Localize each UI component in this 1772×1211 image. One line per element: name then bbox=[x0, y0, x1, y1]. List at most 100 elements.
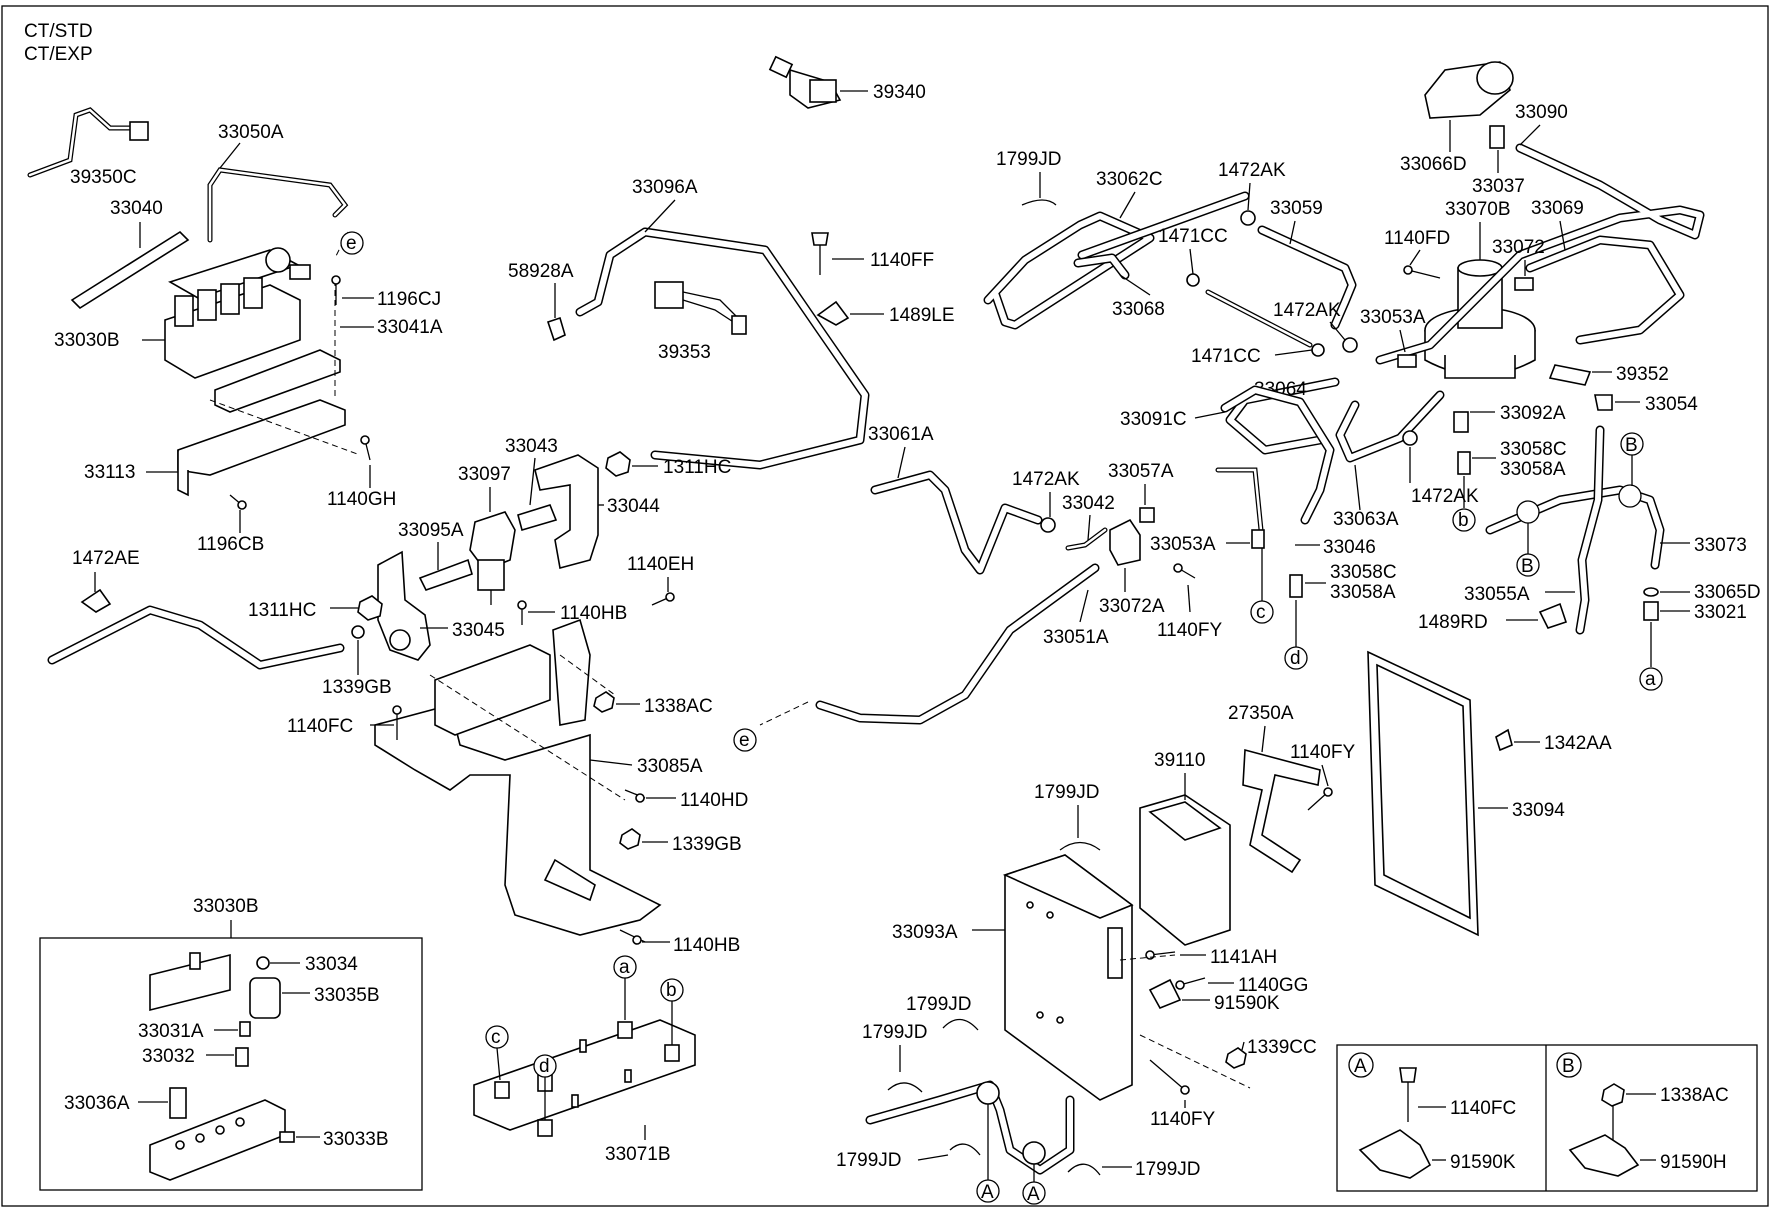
ref-A-label-1: A bbox=[981, 1182, 994, 1203]
label-1311HC-b: 1311HC bbox=[248, 600, 316, 621]
ref-a2-marker bbox=[1639, 667, 1663, 691]
bolt-1140FY-b bbox=[1307, 787, 1333, 811]
label-33058C-a: 33058C bbox=[1500, 439, 1567, 460]
ref-A-label-2: A bbox=[1027, 1184, 1040, 1205]
module-33030B bbox=[164, 247, 311, 379]
bolt-1140GH bbox=[360, 435, 371, 461]
fitting-33021 bbox=[1643, 601, 1659, 621]
tube-33096A bbox=[575, 227, 870, 470]
clamp-91590K-inset bbox=[1358, 1129, 1432, 1179]
label-1140HD: 1140HD bbox=[680, 790, 748, 811]
label-1472AK-d: 1472AK bbox=[1411, 486, 1479, 507]
elbow-33042 bbox=[1065, 527, 1108, 551]
ref-e2-marker bbox=[733, 728, 757, 752]
label-1472AK-b: 1472AK bbox=[1273, 300, 1341, 321]
label-33090: 33090 bbox=[1515, 102, 1568, 123]
label-58928A: 58928A bbox=[508, 261, 574, 282]
label-33096A: 33096A bbox=[632, 177, 698, 198]
label-1489RD: 1489RD bbox=[1418, 612, 1488, 633]
label-33031A: 33031A bbox=[138, 1021, 204, 1042]
label-33068: 33068 bbox=[1112, 299, 1165, 320]
ring-1799JD-c bbox=[942, 1018, 979, 1031]
label-33058C-b: 33058C bbox=[1330, 562, 1397, 583]
label-33040: 33040 bbox=[110, 198, 163, 219]
cover-33093A bbox=[1002, 854, 1134, 1101]
ref-c2-label: c bbox=[1256, 602, 1266, 623]
fitting-33033B bbox=[279, 1131, 295, 1143]
ref-b-label: b bbox=[666, 980, 677, 1001]
fitting-33032 bbox=[235, 1047, 249, 1067]
cylinder-33035B bbox=[249, 977, 281, 1019]
label-33055A: 33055A bbox=[1464, 584, 1530, 605]
ring-1799JD-b bbox=[1059, 841, 1101, 851]
ring-1799JD-e bbox=[949, 1143, 981, 1156]
tube-33059 bbox=[1257, 225, 1357, 330]
leader bbox=[1399, 329, 1406, 353]
label-1472AE: 1472AE bbox=[72, 548, 140, 569]
tube-33090 bbox=[1375, 143, 1705, 365]
tube-33046 bbox=[1215, 467, 1265, 543]
label-33093A: 33093A bbox=[892, 922, 958, 943]
bolt-1140HD bbox=[624, 789, 646, 803]
block-33034 bbox=[149, 952, 231, 1012]
header-line2: CT/EXP bbox=[24, 44, 93, 65]
leader bbox=[1274, 349, 1313, 356]
clamp-91590H-inset bbox=[1568, 1134, 1640, 1177]
label-33059: 33059 bbox=[1270, 198, 1323, 219]
label-33034: 33034 bbox=[305, 954, 358, 975]
bolt-1140FY-c bbox=[1149, 1059, 1190, 1095]
fitting-58928A bbox=[546, 316, 566, 342]
label-1140EH: 1140EH bbox=[627, 554, 694, 575]
label-33030B: 33030B bbox=[54, 330, 120, 351]
label-33073: 33073 bbox=[1694, 535, 1747, 556]
leader bbox=[1559, 220, 1566, 251]
washer-1339GB bbox=[351, 625, 365, 639]
ref-B2-tube-marker bbox=[1618, 484, 1642, 508]
ref-e2-label: e bbox=[739, 730, 750, 751]
label-1471CC-b: 1471CC bbox=[1191, 346, 1261, 367]
valve-33036A bbox=[169, 1087, 187, 1119]
ref-d2-marker bbox=[1284, 646, 1308, 670]
label-1339GB-b: 1339GB bbox=[672, 834, 742, 855]
label-39350C: 39350C bbox=[70, 167, 137, 188]
tube-33055A bbox=[1575, 425, 1605, 635]
label-33070B: 33070B bbox=[1445, 199, 1511, 220]
ref-d2-label: d bbox=[1290, 648, 1301, 669]
dash-line bbox=[1139, 1034, 1251, 1089]
clip-1489RD bbox=[1538, 602, 1568, 629]
header-line1: CT/STD bbox=[24, 21, 93, 42]
diagram-border bbox=[1, 5, 1769, 1207]
leader bbox=[1354, 464, 1361, 511]
label-33044: 33044 bbox=[607, 496, 660, 517]
label-33035B: 33035B bbox=[314, 985, 380, 1006]
label-33033B: 33033B bbox=[323, 1129, 389, 1150]
leader bbox=[1194, 411, 1226, 419]
label-33071B: 33071B bbox=[605, 1144, 671, 1165]
panel-33094 bbox=[1367, 650, 1479, 937]
label-33095A: 33095A bbox=[398, 520, 464, 541]
label-1140FY-a: 1140FY bbox=[1157, 620, 1222, 641]
nut-1338AC bbox=[593, 691, 615, 713]
bolt-1140FD bbox=[1403, 265, 1441, 279]
leader bbox=[1247, 182, 1251, 211]
fitting-33037 bbox=[1489, 125, 1505, 149]
label-1799JD-b: 1799JD bbox=[1034, 782, 1100, 803]
elbow-33054 bbox=[1594, 394, 1613, 411]
tube-33068 bbox=[1073, 253, 1313, 348]
tube-33050A bbox=[207, 167, 349, 243]
tube-33062C bbox=[983, 191, 1250, 330]
label-1141AH: 1141AH bbox=[1210, 947, 1277, 968]
block-33072A bbox=[1109, 518, 1141, 566]
bolt-1196CB bbox=[229, 494, 247, 510]
cap-33034 bbox=[256, 956, 270, 970]
fitting-33053A-a bbox=[1251, 529, 1265, 549]
tube-33061A bbox=[870, 470, 1043, 575]
nut-1338AC-inset bbox=[1601, 1083, 1625, 1140]
label-1196CB: 1196CB bbox=[197, 534, 264, 555]
label-33057A: 33057A bbox=[1108, 461, 1174, 482]
bracket-33044 bbox=[534, 454, 599, 569]
label-33066D: 33066D bbox=[1400, 154, 1467, 175]
ref-b2-label: b bbox=[1458, 510, 1469, 531]
label-33069: 33069 bbox=[1531, 198, 1584, 219]
leader bbox=[1189, 248, 1194, 275]
